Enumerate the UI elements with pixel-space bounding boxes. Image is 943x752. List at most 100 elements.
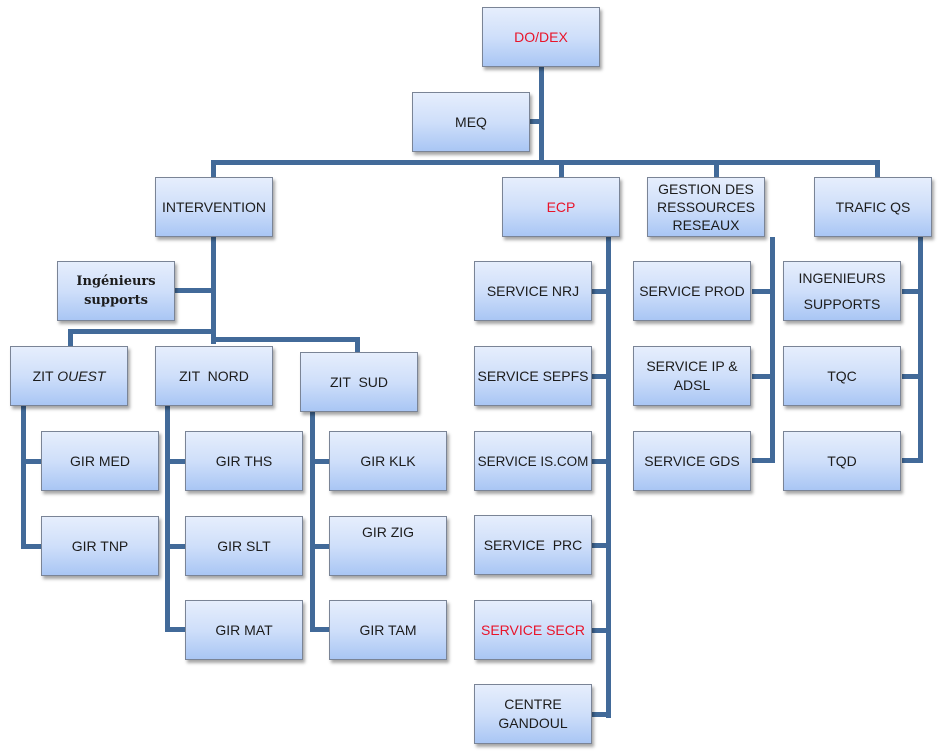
node-label: SERVICE NRJ [486, 282, 580, 299]
node-label: GIR SLT [217, 537, 271, 554]
connector [752, 458, 774, 463]
node-label: SERVICE PRC [483, 536, 583, 553]
connector [592, 289, 610, 294]
connector [592, 543, 610, 548]
connector [752, 289, 774, 294]
node-gir-mat[interactable]: GIR MAT [185, 600, 303, 660]
node-service-sepfs[interactable]: SERVICE SEPFS [474, 346, 592, 406]
node-gestion-ressources-reseaux[interactable]: GESTION DES RESSOURCES RESEAUX [647, 177, 765, 237]
node-gir-ths[interactable]: GIR THS [185, 431, 303, 491]
connector [165, 544, 185, 549]
node-label: TQD [827, 452, 857, 469]
node-label: SERVICE SEPFS [477, 367, 589, 384]
node-service-prc[interactable]: SERVICE PRC [474, 515, 592, 575]
node-intervention[interactable]: INTERVENTION [155, 177, 273, 237]
connector [211, 160, 880, 165]
node-tqd[interactable]: TQD [783, 431, 901, 491]
node-label: TQC [827, 367, 857, 384]
node-label: CENTRE GANDOUL [498, 696, 568, 731]
node-service-nrj[interactable]: SERVICE NRJ [474, 261, 592, 321]
node-label: SERVICE GDS [644, 452, 740, 469]
node-gir-tnp[interactable]: GIR TNP [41, 516, 159, 576]
connector [875, 160, 880, 177]
connector [606, 237, 611, 718]
connector [918, 237, 923, 463]
node-gir-slt[interactable]: GIR SLT [185, 516, 303, 576]
connector [68, 329, 216, 334]
node-meq[interactable]: MEQ [412, 92, 530, 152]
node-label: ZIT SUD [329, 373, 389, 390]
connector [770, 237, 775, 463]
node-label: GIR ZIG [361, 524, 415, 540]
node-label: SERVICE SECR [481, 621, 585, 638]
node-tqc[interactable]: TQC [783, 346, 901, 406]
connector [175, 288, 215, 293]
node-service-ip-adsl[interactable]: SERVICE IP & ADSL [633, 346, 751, 406]
connector [592, 374, 610, 379]
connector [714, 160, 719, 177]
node-label: ZIT NORD [179, 367, 249, 384]
node-gir-klk[interactable]: GIR KLK [329, 431, 447, 491]
node-label: SERVICE IS.COM [477, 453, 589, 469]
connector [539, 67, 544, 165]
node-zit-nord[interactable]: ZIT NORD [155, 346, 273, 406]
node-label: SERVICE IP & ADSL [646, 358, 738, 393]
node-do-dex[interactable]: DO/DEX [482, 7, 600, 67]
connector [559, 160, 564, 177]
node-label: INGENIEURS SUPPORTS [798, 270, 886, 312]
node-label: GESTION DES RESSOURCES RESEAUX [656, 181, 756, 233]
connector [902, 289, 922, 294]
node-ecp[interactable]: ECP [502, 177, 620, 237]
node-service-iscom[interactable]: SERVICE IS.COM [474, 431, 592, 491]
connector [310, 627, 330, 632]
node-label: GIR MED [70, 452, 130, 469]
node-ingenieurs-supports-tq[interactable]: INGENIEURS SUPPORTS [783, 261, 901, 321]
node-label: GIR KLK [360, 452, 416, 469]
node-label: Ingénieurs supports [76, 274, 156, 308]
node-label: DO/DEX [514, 28, 568, 45]
connector [21, 406, 26, 548]
connector [165, 406, 170, 632]
node-ingenieurs-supports[interactable]: Ingénieurs supports [57, 261, 175, 321]
node-label: INTERVENTION [162, 198, 266, 215]
connector [530, 119, 542, 124]
connector [592, 712, 610, 717]
node-label-suffix: OUEST [57, 367, 106, 384]
node-label: GIR TAM [359, 621, 417, 638]
node-label: SERVICE PROD [639, 282, 745, 299]
connector [165, 627, 185, 632]
node-service-prod[interactable]: SERVICE PROD [633, 261, 751, 321]
node-service-gds[interactable]: SERVICE GDS [633, 431, 751, 491]
connector [21, 544, 41, 549]
connector [310, 412, 315, 632]
node-label: GIR TNP [71, 537, 129, 554]
node-label: ECP [546, 198, 576, 215]
connector [902, 374, 922, 379]
node-label: GIR MAT [215, 621, 273, 638]
node-label: TRAFIC QS [835, 198, 911, 215]
connector [592, 628, 610, 633]
node-gir-tam[interactable]: GIR TAM [329, 600, 447, 660]
connector [592, 459, 610, 464]
node-centre-gandoul[interactable]: CENTRE GANDOUL [474, 684, 592, 744]
node-gir-med[interactable]: GIR MED [41, 431, 159, 491]
connector [211, 160, 216, 177]
node-label: ZIT OUEST [33, 367, 106, 386]
node-gir-zig[interactable]: GIR ZIG [329, 516, 447, 576]
node-label: MEQ [455, 113, 487, 130]
node-service-secr[interactable]: SERVICE SECR [474, 600, 592, 660]
connector [355, 337, 360, 352]
connector [310, 459, 330, 464]
connector [902, 458, 922, 463]
node-zit-sud[interactable]: ZIT SUD [300, 352, 418, 412]
connector [211, 337, 360, 342]
connector [68, 329, 73, 346]
node-label: GIR THS [215, 452, 273, 469]
connector [310, 544, 330, 549]
node-label-prefix: ZIT [32, 367, 58, 384]
node-trafic-qs[interactable]: TRAFIC QS [814, 177, 932, 237]
connector [21, 459, 41, 464]
connector [752, 374, 774, 379]
node-zit-ouest[interactable]: ZIT OUEST [10, 346, 128, 406]
